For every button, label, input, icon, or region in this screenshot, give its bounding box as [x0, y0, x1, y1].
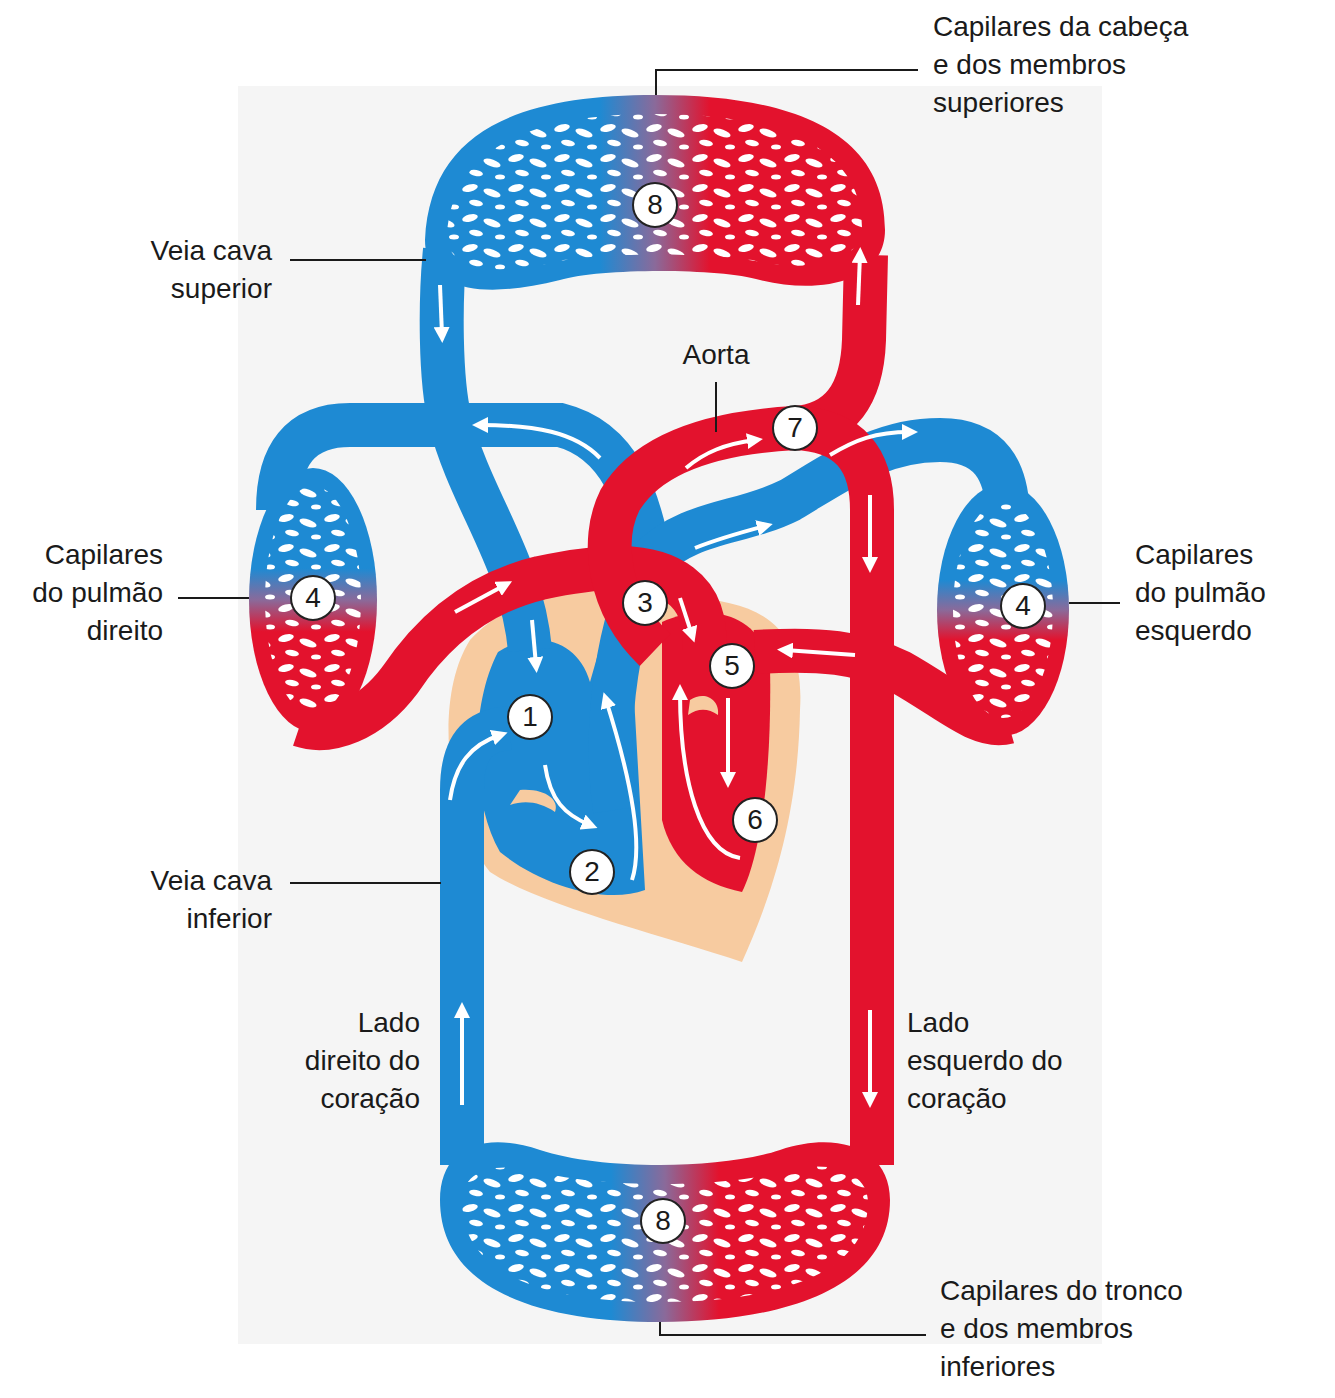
capillary-beds [249, 95, 1069, 1322]
part-label: Lado direito do coração [290, 1004, 420, 1118]
veins [278, 250, 1008, 1165]
callout-number: 4 [290, 575, 336, 621]
leader-lines [178, 70, 1120, 1335]
part-label: Lado esquerdo do coração [907, 1004, 1072, 1118]
part-label: Veia cava inferior [122, 862, 272, 938]
part-label: Veia cava superior [122, 232, 272, 308]
part-label: Capilares do tronco e dos membros inferi… [940, 1272, 1195, 1386]
part-label: Capilares da cabeça e dos membros superi… [933, 8, 1203, 122]
callout-number: 2 [569, 849, 615, 895]
background-panel [238, 86, 1102, 1344]
callout-number: 4 [1000, 583, 1046, 629]
flow-arrows [440, 255, 910, 1105]
callout-number: 7 [772, 405, 818, 451]
callout-number: 8 [632, 182, 678, 228]
callout-number: 1 [507, 694, 553, 740]
part-label: Capilares do pulmão esquerdo [1135, 536, 1280, 650]
callout-number: 8 [640, 1198, 686, 1244]
callout-number: 3 [622, 580, 668, 626]
callout-number: 5 [709, 643, 755, 689]
part-label: Capilares do pulmão direito [23, 536, 163, 650]
part-label: Aorta [655, 336, 777, 374]
callout-number: 6 [732, 797, 778, 843]
